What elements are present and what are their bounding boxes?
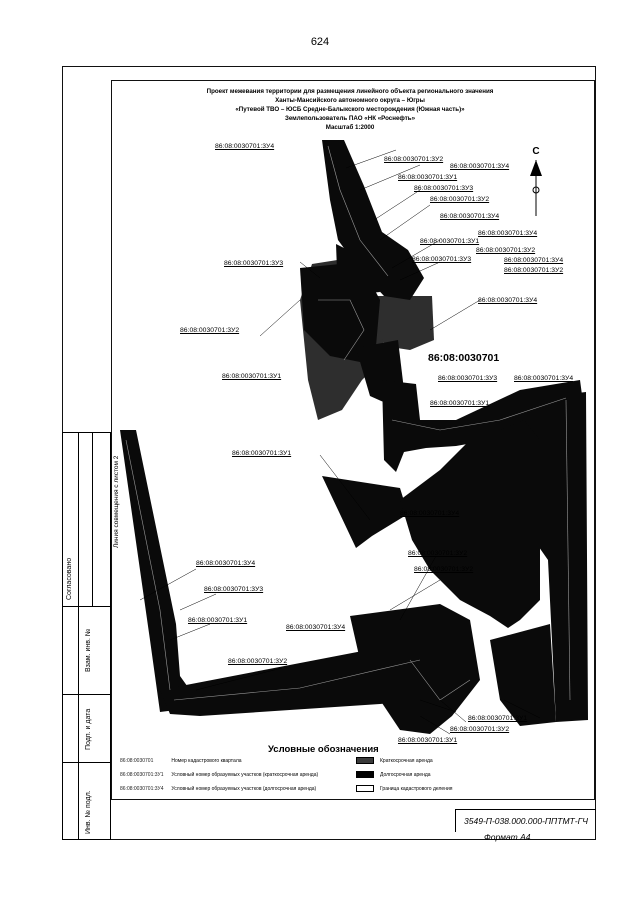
cadastral-boundary-lines	[125, 145, 571, 701]
title-line-3: «Путевой ТВО – ЮСБ Средне-Балыкского мес…	[235, 105, 465, 113]
drawing-field	[111, 80, 595, 800]
map-scale: Масштаб 1:2000	[325, 123, 375, 131]
legend-code: 86:08:0030701	[120, 758, 154, 764]
inventory-number-label: Инв. № подл.	[85, 790, 92, 834]
parcel-label: 86:08:0030701:3У1	[398, 737, 458, 744]
long-term-label: Долгосрочная аренда	[380, 772, 431, 778]
parcel-label: 86:08:0030701:3У4	[478, 297, 538, 304]
approved-label: Согласовано	[66, 557, 73, 600]
parcel-label: 86:08:0030701:3У1	[420, 238, 480, 245]
parcel-label: 86:08:0030701:3У4	[215, 143, 275, 150]
parcel-label: 86:08:0030701:3У3	[412, 256, 472, 263]
parcel-label: 86:08:0030701:3У4	[440, 213, 500, 220]
long-term-swatch	[356, 771, 374, 778]
legend-row-long: 86:08:0030701:3У4 Условный номер образуе…	[120, 786, 316, 792]
parcel-label: 86:08:0030701:3У4	[450, 163, 510, 170]
parcel-label: 86:08:0030701:3У3	[438, 375, 498, 382]
parcel-label: 86:08:0030701:3У4	[400, 510, 460, 517]
page-number: 624	[310, 36, 330, 48]
parcel-label: 86:08:0030701:3У1	[430, 400, 490, 407]
long-term-lease-areas	[120, 140, 588, 734]
parcel-label: 86:08:0030701:3У3	[224, 260, 284, 267]
legend-title: Условные обозначения	[268, 744, 379, 755]
map-title: Проект межевания территории для размещен…	[150, 88, 550, 133]
title-line-1: Проект межевания территории для размещен…	[206, 88, 494, 95]
parcel-label: 86:08:0030701:3У2	[450, 726, 510, 733]
replacement-inventory-label: Взам. инв. №	[85, 628, 92, 672]
parcel-label: 86:08:0030701:3У4	[514, 375, 574, 382]
title-line-2: Ханты-Мансийского автономного округа – Ю…	[275, 96, 425, 104]
parcel-label: 86:08:0030701:3У2	[228, 658, 288, 665]
sheet-match-line-note: Линия совмещения с листом 2	[113, 455, 120, 548]
parcel-label: 86:08:0030701:3У1	[188, 617, 248, 624]
short-term-swatch	[356, 757, 374, 764]
short-term-label: Краткосрочная аренда	[380, 758, 433, 764]
drawing-code: 3549-П-038.000.000-ППТМТ-ГЧ	[455, 809, 596, 832]
parcel-label: 86:08:0030701:3У3	[204, 586, 264, 593]
legend-text: Условный номер образуемых участков (долг…	[171, 786, 317, 792]
legend-code: 86:08:0030701:3У1	[120, 772, 164, 778]
parcel-label: 86:08:0030701:3У2	[504, 267, 564, 274]
parcel-label: 86:08:0030701:3У2	[476, 247, 536, 254]
parcel-label: 86:08:0030701:3У2	[180, 327, 240, 334]
legend-text: Условный номер образуемых участков (крат…	[171, 772, 319, 778]
title-line-4: Землепользователь ПАО «НК «Роснефть»	[284, 114, 416, 122]
parcel-label: 86:08:0030701:3У4	[196, 560, 256, 567]
north-label: С	[532, 146, 539, 157]
parcel-label: 86:08:0030701:3У1	[222, 373, 282, 380]
parcel-label: 86:08:0030701:3У1	[468, 715, 528, 722]
north-arrow: С	[530, 146, 542, 216]
approval-strip: Согласовано Взам. инв. № Подп. и дата Ин…	[62, 432, 111, 840]
signature-date-label: Подп. и дата	[85, 708, 92, 750]
parcel-label: 86:08:0030701:3У1	[398, 174, 458, 181]
legend-row-short: 86:08:0030701:3У1 Условный номер образуе…	[120, 772, 318, 778]
parcel-label: 86:08:0030701:3У3	[414, 185, 474, 192]
parcel-label: 86:08:0030701:3У1	[232, 450, 292, 457]
legend-code: 86:08:0030701:3У4	[120, 786, 164, 792]
parcel-label: 86:08:0030701:3У4	[504, 257, 564, 264]
legend-row-block: 86:08:0030701 Номер кадастрового квартал…	[120, 758, 242, 764]
boundary-label: Граница кадастрового деления	[380, 786, 453, 792]
parcel-label: 86:08:0030701:3У2	[384, 156, 444, 163]
sheet-format: Формат А4	[484, 832, 531, 842]
parcel-label: 86:08:0030701:3У2	[408, 550, 468, 557]
parcel-label: 86:08:0030701:3У2	[430, 196, 490, 203]
leader-lines	[139, 149, 541, 735]
parcel-label: 86:08:0030701:3У2	[414, 566, 474, 573]
boundary-swatch	[356, 785, 374, 792]
legend-text: Номер кадастрового квартала	[171, 758, 242, 764]
block-label: 86:08:0030701	[428, 352, 500, 364]
parcel-label: 86:08:0030701:3У4	[286, 624, 346, 631]
parcel-label: 86:08:0030701:3У4	[478, 230, 538, 237]
